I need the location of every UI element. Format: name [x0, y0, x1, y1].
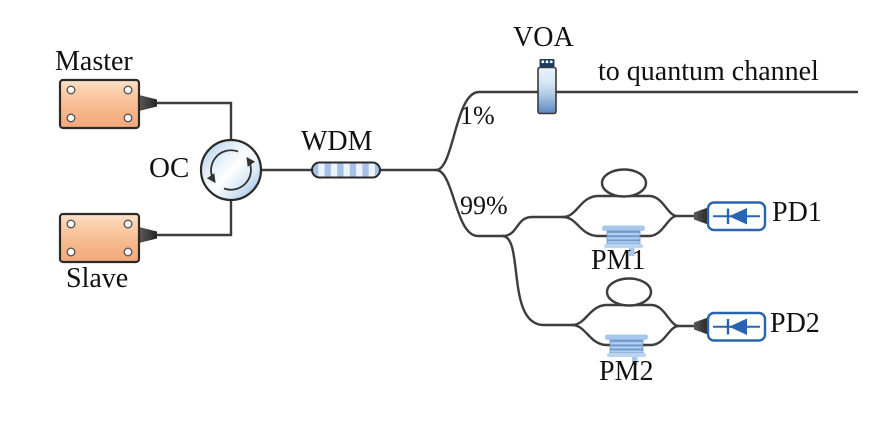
fiber-to-interferometer-2	[501, 234, 574, 327]
fiber-main-99pct	[434, 168, 505, 238]
photodetector-2	[694, 311, 767, 342]
mzi1-delay-loop	[600, 168, 648, 198]
circulator-body	[199, 138, 263, 202]
fiber-to-interferometer-1	[501, 215, 565, 238]
mzi1-upper-arm	[561, 194, 678, 219]
slave-laser-body	[58, 212, 141, 264]
voa-body	[537, 66, 557, 115]
tap-ratio-label: 1%	[460, 101, 495, 130]
fiber-master-to-circulator	[155, 101, 233, 143]
optical-circulator	[199, 138, 263, 202]
phase-modulator-2	[605, 334, 648, 365]
master-label: Master	[55, 46, 133, 77]
pm1-bottom-plate	[604, 244, 643, 248]
pm1-label: PM1	[591, 245, 646, 276]
circulator-arrow-left	[206, 149, 239, 184]
pd2-label: PD2	[770, 308, 820, 339]
mzi2-upper-arm	[570, 303, 680, 328]
pm2-body	[609, 339, 644, 354]
master-screws	[66, 85, 133, 123]
fiber-tap-1pct-to-quantum-channel	[434, 90, 859, 172]
circulator-label: OC	[149, 152, 190, 184]
pm2-stub	[632, 357, 638, 365]
slave-fiber-connector	[139, 227, 157, 243]
mzi2-delay-loop	[605, 277, 653, 307]
pd2-diode-icon	[713, 318, 760, 335]
slave-label: Slave	[66, 263, 129, 294]
master-laser-body	[58, 78, 141, 130]
voa-knob-dashes	[541, 60, 553, 64]
pm1-body	[606, 230, 641, 245]
pm2-label: PM2	[599, 356, 654, 387]
voa-knob	[539, 59, 555, 68]
slave-screws	[66, 219, 133, 257]
master-fiber-connector	[139, 95, 157, 111]
pd2-fiber-connector	[694, 317, 708, 335]
master-laser	[58, 78, 157, 130]
circulator-arrow-right	[223, 156, 256, 191]
voa-label: VOA	[513, 22, 574, 53]
pm1-stub	[629, 248, 635, 256]
pd1-label: PD1	[772, 197, 822, 228]
quantum-channel-label: to quantum channel	[598, 56, 819, 87]
wdm-label: WDM	[301, 126, 373, 157]
main-ratio-label: 99%	[460, 191, 508, 220]
slave-laser	[58, 212, 157, 264]
pm1-top-plate	[602, 225, 645, 231]
pd1-fiber-connector	[694, 207, 708, 225]
phase-modulator-1	[602, 225, 645, 256]
pd1-diode-icon	[713, 208, 760, 225]
fiber-slave-to-circulator	[155, 197, 233, 237]
pm2-top-plate	[605, 334, 648, 340]
voa-component	[537, 59, 557, 115]
wdm-component	[311, 161, 381, 179]
pm2-bottom-plate	[607, 353, 646, 357]
photodetector-1	[694, 201, 767, 232]
